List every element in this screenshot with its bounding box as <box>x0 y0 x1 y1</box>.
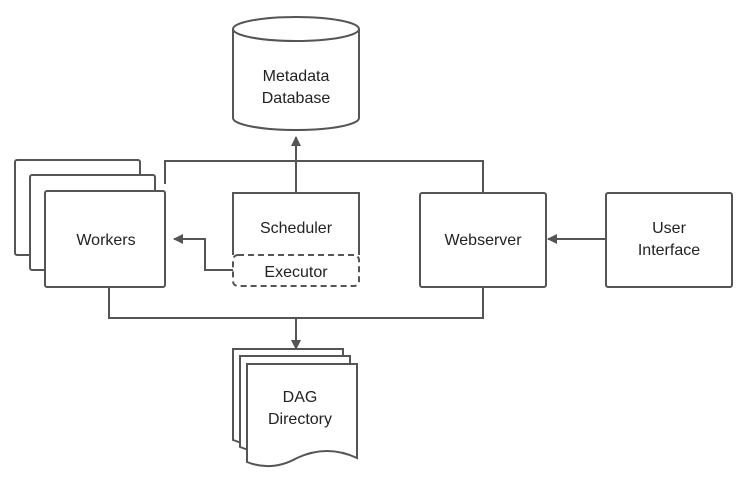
database-cylinder-body <box>232 29 360 131</box>
workers-node: Workers <box>14 159 166 288</box>
webserver-label: Webserver <box>444 232 522 249</box>
executor-label: Executor <box>264 264 328 281</box>
user-interface-node: User Interface <box>605 192 733 288</box>
top-bus-line <box>164 160 484 193</box>
dag-directory-node: DAG Directory <box>232 348 358 468</box>
connectors <box>108 136 606 350</box>
dag-doc-front <box>246 363 358 468</box>
scheduler-label: Scheduler <box>260 220 333 237</box>
user-interface-box <box>605 192 733 288</box>
database-label-line-1: Metadata <box>263 68 330 85</box>
executor-box <box>232 254 360 287</box>
metadata-database-node: Metadata Database <box>232 16 360 131</box>
bottom-bus-line <box>108 287 484 319</box>
scheduler-node: Scheduler Executor <box>232 192 360 287</box>
webserver-box <box>419 192 547 288</box>
dag-label-line-1: DAG <box>283 389 318 406</box>
database-label-line-2: Database <box>262 90 331 107</box>
scheduler-box <box>232 192 360 255</box>
webserver-node: Webserver <box>419 192 547 288</box>
database-cylinder-top <box>232 16 360 42</box>
user-interface-label-line-1: User <box>652 220 686 237</box>
dag-label-line-2: Directory <box>268 411 332 428</box>
user-interface-label-line-2: Interface <box>638 242 700 259</box>
workers-box <box>44 190 166 288</box>
workers-label: Workers <box>76 232 135 249</box>
executor-to-workers-arrow <box>173 234 233 271</box>
